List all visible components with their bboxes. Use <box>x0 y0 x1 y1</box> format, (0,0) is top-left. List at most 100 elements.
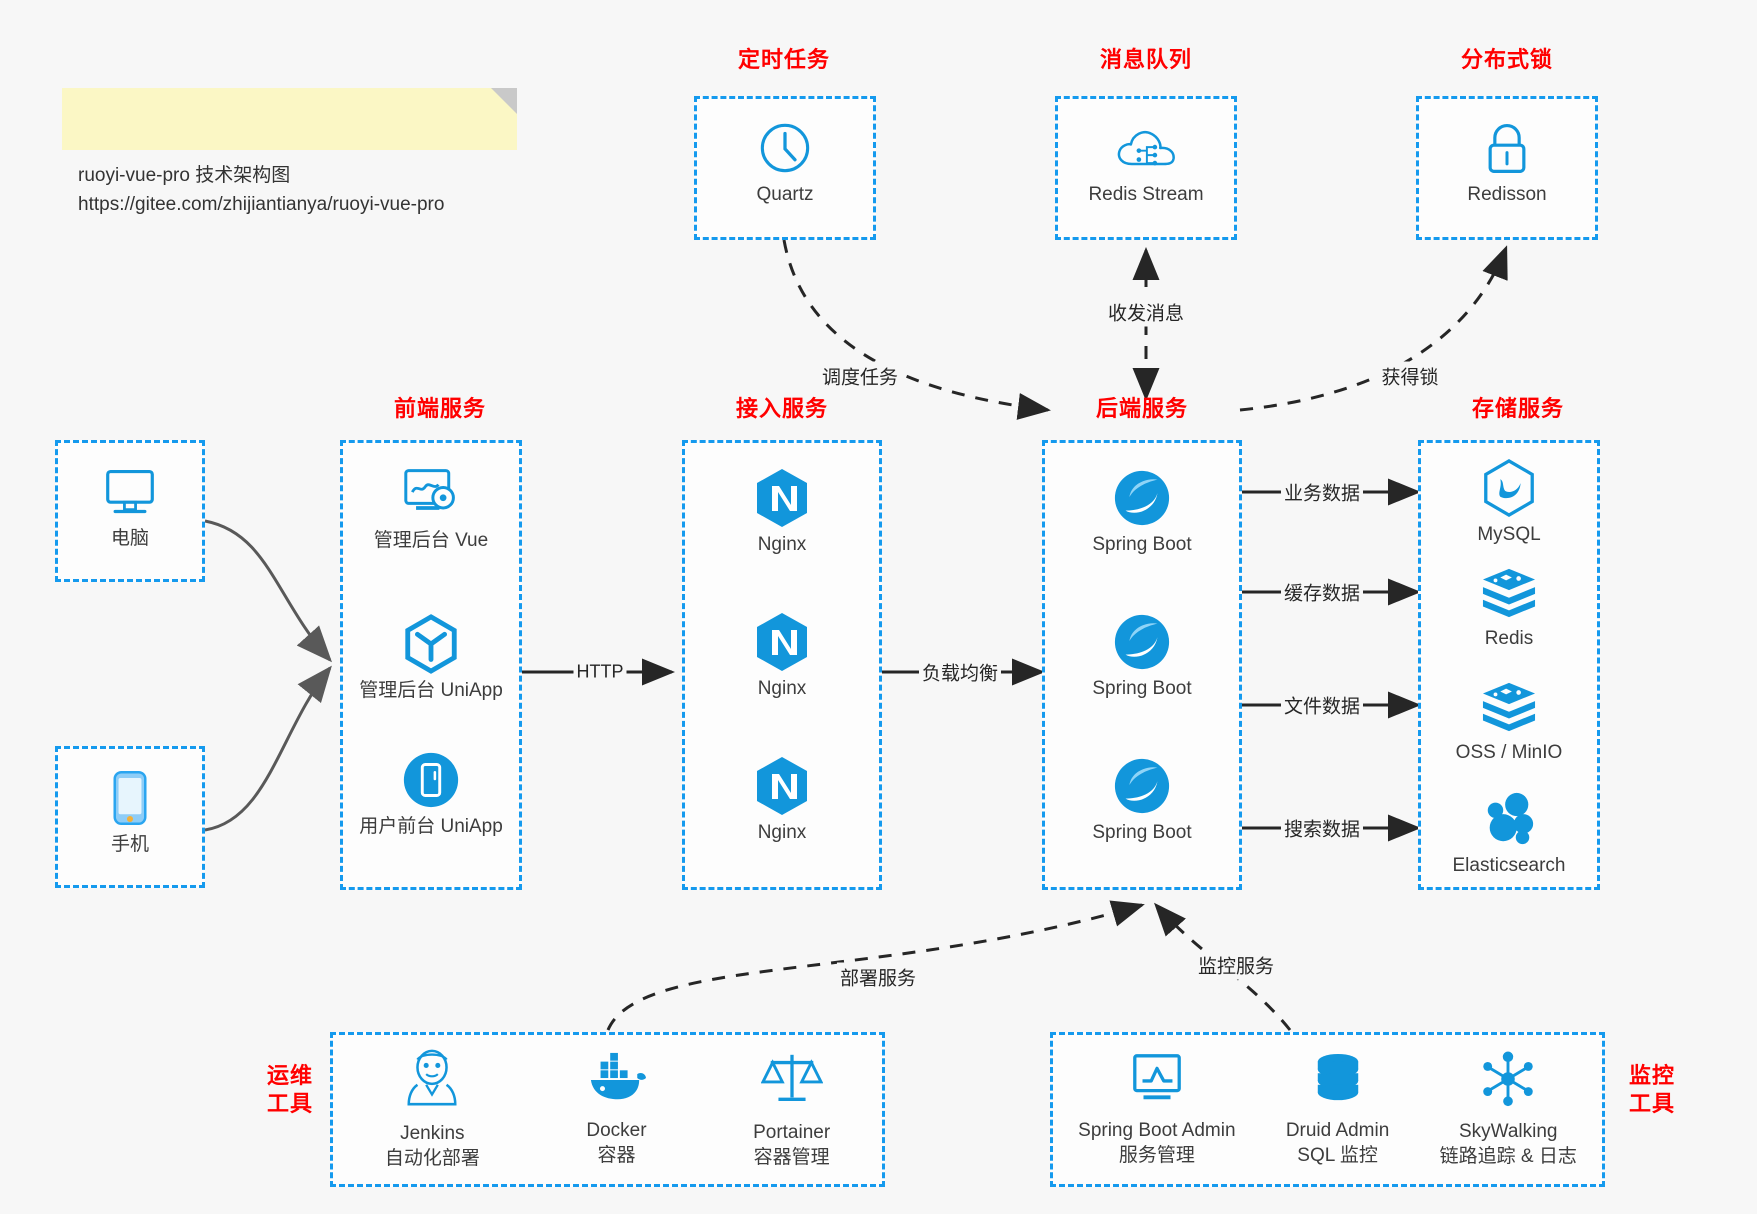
node-label: 电脑 <box>110 528 149 549</box>
mysql-dolphin-icon <box>1421 457 1597 519</box>
spring-boot-icon <box>1045 755 1239 817</box>
node-nginx-3[interactable]: Nginx <box>685 755 879 846</box>
node-label: Elasticsearch <box>1452 855 1566 876</box>
monitor-chart-icon <box>1078 1051 1235 1112</box>
group-title-distributed-lock: 分布式锁 <box>1460 47 1553 72</box>
group-box-backend: Spring Boot Spring Boot Spring Boot <box>1042 440 1242 890</box>
scales-icon <box>753 1049 830 1114</box>
node-elasticsearch[interactable]: Elasticsearch <box>1421 788 1597 879</box>
node-label: SkyWalking 链路追踪 & 日志 <box>1439 1120 1577 1167</box>
group-title-backend: 后端服务 <box>1095 396 1188 421</box>
hexagon-cube-icon <box>343 613 519 675</box>
edge-label-cache-data: 缓存数据 <box>1280 577 1364 607</box>
node-redis-stream[interactable]: Redis Stream <box>1058 117 1234 208</box>
group-box-scheduler: Quartz <box>694 96 876 240</box>
redis-stack-icon <box>1421 675 1597 737</box>
group-box-distributed-lock: Redisson <box>1416 96 1598 240</box>
edge-label-search-data: 搜索数据 <box>1280 813 1364 843</box>
group-box-client-desktop: 电脑 <box>55 440 205 582</box>
node-quartz[interactable]: Quartz <box>697 117 873 208</box>
node-redis[interactable]: Redis <box>1421 561 1597 652</box>
group-title-frontend: 前端服务 <box>393 396 486 421</box>
node-label: Redisson <box>1467 184 1547 205</box>
node-mobile[interactable]: 手机 <box>58 767 202 858</box>
node-label: Redis Stream <box>1088 184 1204 205</box>
edge-label-load-balance: 负载均衡 <box>918 657 1002 687</box>
edge-label-file-data: 文件数据 <box>1280 690 1364 720</box>
node-spring-boot-2[interactable]: Spring Boot <box>1045 611 1239 702</box>
edge-label-acquire-lock: 获得锁 <box>1378 361 1442 391</box>
node-docker[interactable]: Docker 容器 <box>583 1051 649 1168</box>
edge-label-business-data: 业务数据 <box>1280 477 1364 507</box>
node-label: Jenkins 自动化部署 <box>384 1122 480 1169</box>
group-box-client-mobile: 手机 <box>55 746 205 888</box>
sticky-note: ruoyi-vue-pro 技术架构图 https://gitee.com/zh… <box>62 88 517 215</box>
node-desktop[interactable]: 电脑 <box>58 461 202 552</box>
node-spring-boot-3[interactable]: Spring Boot <box>1045 755 1239 846</box>
edge-label-http: HTTP <box>573 660 627 684</box>
node-user-uniapp[interactable]: 用户前台 UniApp <box>343 749 519 840</box>
node-label: Spring Boot Admin 服务管理 <box>1078 1119 1236 1166</box>
group-title-scheduler: 定时任务 <box>737 47 830 72</box>
node-label: Docker 容器 <box>586 1119 647 1166</box>
group-title-storage: 存储服务 <box>1471 396 1564 421</box>
node-jenkins[interactable]: Jenkins 自动化部署 <box>385 1048 480 1171</box>
note-text: ruoyi-vue-pro 技术架构图 https://gitee.com/zh… <box>78 164 445 216</box>
network-nodes-icon <box>1440 1050 1577 1113</box>
docker-whale-icon <box>583 1051 649 1112</box>
node-spring-boot-1[interactable]: Spring Boot <box>1045 467 1239 558</box>
node-oss-minio[interactable]: OSS / MinIO <box>1421 675 1597 766</box>
node-druid-admin[interactable]: Druid Admin SQL 监控 <box>1285 1051 1390 1168</box>
note-fold-icon <box>491 88 517 114</box>
node-skywalking[interactable]: SkyWalking 链路追踪 & 日志 <box>1440 1050 1577 1169</box>
node-redisson[interactable]: Redisson <box>1419 117 1595 208</box>
dashboard-gear-icon <box>343 463 519 525</box>
group-box-message-queue: Redis Stream <box>1055 96 1237 240</box>
group-title-gateway: 接入服务 <box>735 396 828 421</box>
mobile-circle-icon <box>343 749 519 811</box>
node-label: 用户前台 UniApp <box>359 816 503 837</box>
node-label: 管理后台 Vue <box>373 530 489 551</box>
group-title-message-queue: 消息队列 <box>1099 47 1192 72</box>
node-portainer[interactable]: Portainer 容器管理 <box>753 1049 830 1170</box>
node-admin-vue[interactable]: 管理后台 Vue <box>343 463 519 554</box>
spring-boot-icon <box>1045 467 1239 529</box>
edge-label-deploy-service: 部署服务 <box>836 962 920 992</box>
spring-boot-icon <box>1045 611 1239 673</box>
node-label: Druid Admin SQL 监控 <box>1285 1119 1390 1166</box>
cloud-network-icon <box>1058 117 1234 179</box>
node-spring-boot-admin[interactable]: Spring Boot Admin 服务管理 <box>1078 1051 1236 1168</box>
group-box-storage: MySQL Redis <box>1418 440 1600 890</box>
lock-icon <box>1419 117 1595 179</box>
database-icon <box>1286 1051 1390 1112</box>
node-mysql[interactable]: MySQL <box>1421 457 1597 548</box>
group-box-devops: Jenkins 自动化部署 Docker <box>330 1032 885 1187</box>
group-box-frontend: 管理后台 Vue 管理后台 UniApp 用户前台 UniApp <box>340 440 522 890</box>
node-label: Nginx <box>757 822 807 843</box>
elasticsearch-icon <box>1421 788 1597 850</box>
group-title-monitoring: 监控 工具 <box>1628 1063 1675 1116</box>
mobile-phone-icon <box>58 767 202 829</box>
node-label: Redis <box>1484 628 1534 649</box>
edge-label-schedule-task: 调度任务 <box>818 361 902 391</box>
nginx-icon <box>685 755 879 817</box>
edge-label-send-receive-message: 收发消息 <box>1104 297 1188 327</box>
group-box-gateway: Nginx Nginx Nginx <box>682 440 882 890</box>
nginx-icon <box>685 467 879 529</box>
desktop-monitor-icon <box>58 461 202 523</box>
node-label: 管理后台 UniApp <box>359 680 503 701</box>
node-nginx-2[interactable]: Nginx <box>685 611 879 702</box>
nginx-icon <box>685 611 879 673</box>
node-label: OSS / MinIO <box>1455 742 1563 763</box>
clock-icon <box>697 117 873 179</box>
node-label: Nginx <box>757 678 807 699</box>
node-admin-uniapp[interactable]: 管理后台 UniApp <box>343 613 519 704</box>
group-box-monitoring: Spring Boot Admin 服务管理 Druid Admin SQL 监… <box>1050 1032 1605 1187</box>
node-nginx-1[interactable]: Nginx <box>685 467 879 558</box>
node-label: Spring Boot <box>1092 678 1192 699</box>
edge-label-monitor-service: 监控服务 <box>1194 950 1278 980</box>
redis-stack-icon <box>1421 561 1597 623</box>
node-label: Nginx <box>757 534 807 555</box>
jenkins-butler-icon <box>385 1048 480 1115</box>
